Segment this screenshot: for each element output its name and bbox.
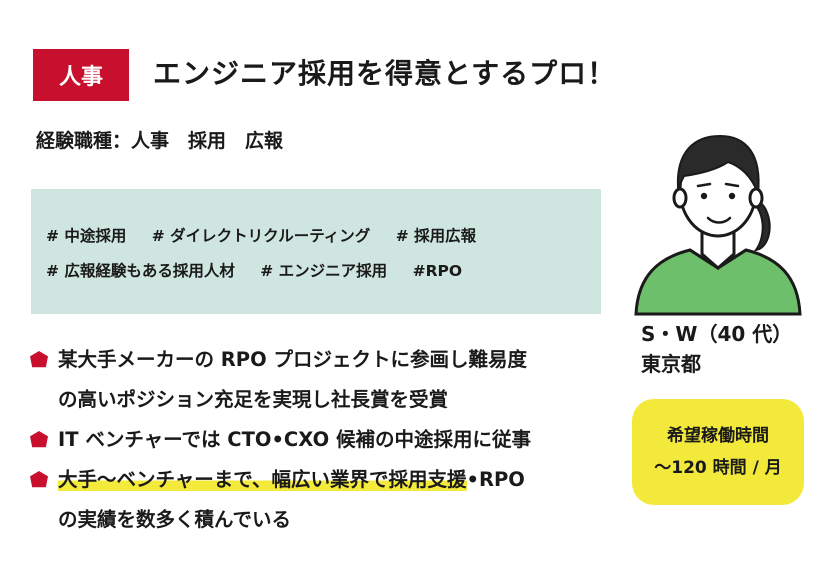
bullet-text: 某大手メーカーの RPO プロジェクトに参画し難易度 <box>58 348 527 371</box>
persona-info: S・W（40 代） 東京都 <box>641 319 792 379</box>
hashtag: # 採用広報 <box>395 227 477 245</box>
persona-location: 東京都 <box>641 352 701 376</box>
hours-label: 希望稼働時間 <box>667 426 769 446</box>
list-item: IT ベンチャーでは CTO•CXO 候補の中途採用に従事 <box>28 420 628 460</box>
hours-value: ～120 時間 / 月 <box>654 458 782 478</box>
experience-line: 経験職種：人事 採用 広報 <box>36 130 284 152</box>
bullet-text: の高いポジション充足を実現し社長賞を受賞 <box>58 388 449 411</box>
bullet-icon <box>30 431 48 448</box>
category-tag: 人事 <box>33 49 129 101</box>
persona-name: S・W（40 代） <box>641 322 793 346</box>
headline: エンジニア採用を得意とするプロ！ <box>153 57 617 90</box>
bullet-icon <box>30 351 48 368</box>
person-avatar-icon <box>634 134 802 316</box>
hashtag: # 広報経験もある採用人材 <box>46 262 235 280</box>
list-item: 大手～ベンチャーまで、幅広い業界で採用支援•RPO の実績を数多く積んでいる <box>28 460 628 540</box>
working-hours-badge: 希望稼働時間 ～120 時間 / 月 <box>632 399 804 505</box>
hashtag: # 中途採用 <box>46 227 127 245</box>
highlighted-text: 大手～ベンチャーまで、幅広い業界で採用支援 <box>58 468 467 491</box>
hashtag-row-1: # 中途採用 # ダイレクトリクルーティング # 採用広報 <box>46 219 601 254</box>
hashtag: #RPO <box>412 262 463 280</box>
hashtag: # ダイレクトリクルーティング <box>151 227 371 245</box>
bullet-text-rest: •RPO <box>466 468 525 491</box>
bullet-text: の実績を数多く積んでいる <box>58 508 292 531</box>
bullet-icon <box>30 471 48 488</box>
hashtag: # エンジニア採用 <box>260 262 388 280</box>
bullet-text: 大手～ベンチャーまで、幅広い業界で採用支援•RPO <box>58 460 628 500</box>
bullet-text: IT ベンチャーでは CTO•CXO 候補の中途採用に従事 <box>58 428 531 451</box>
list-item: 某大手メーカーの RPO プロジェクトに参画し難易度 の高いポジション充足を実現… <box>28 340 628 420</box>
hashtag-box: # 中途採用 # ダイレクトリクルーティング # 採用広報 # 広報経験もある採… <box>31 189 601 314</box>
achievement-list: 某大手メーカーの RPO プロジェクトに参画し難易度 の高いポジション充足を実現… <box>28 340 628 540</box>
hashtag-row-2: # 広報経験もある採用人材 # エンジニア採用 #RPO <box>46 254 601 289</box>
